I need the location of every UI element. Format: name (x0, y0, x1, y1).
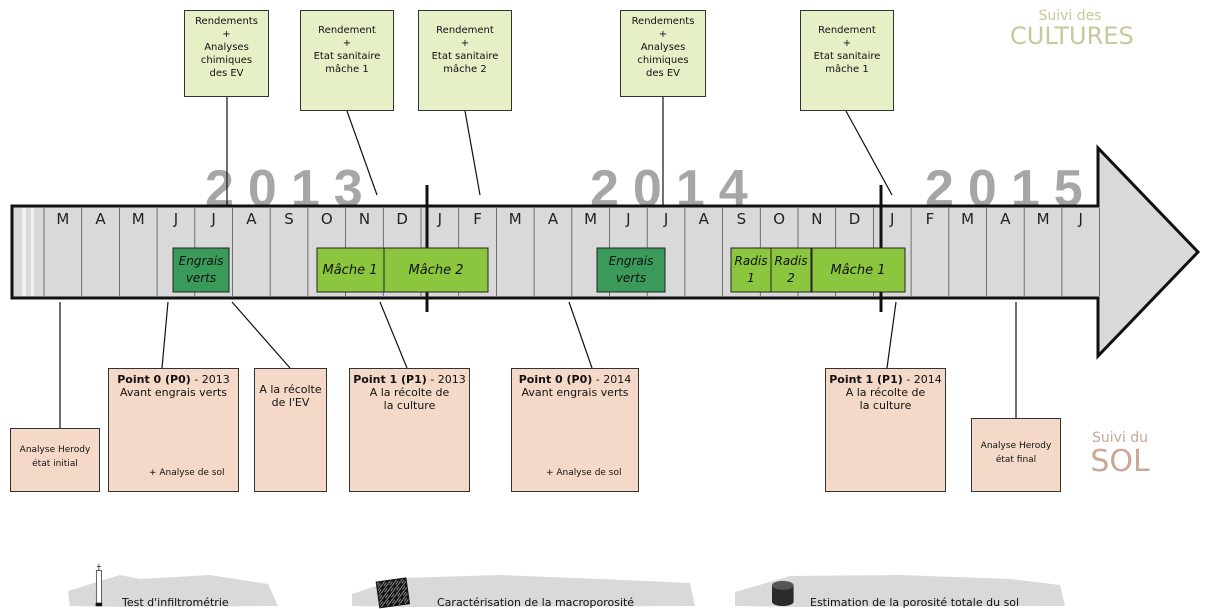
month-label: N (811, 210, 822, 228)
month-label: M (584, 210, 597, 228)
culture-box-rendements-ev-2014: Rendements + Analyses chimiques des EV (620, 10, 706, 97)
analyse-sol-note: + Analyse de sol (149, 468, 225, 478)
month-label: J (625, 210, 630, 228)
soil-connectors (59, 301, 1017, 428)
month-label: D (396, 210, 408, 228)
month-label: A (95, 210, 106, 228)
svg-text:1: 1 (747, 271, 755, 285)
month-label: M (961, 210, 974, 228)
month-label: J (210, 210, 215, 228)
svg-text:Engrais: Engrais (609, 254, 654, 268)
analyse-sol-note: + Analyse de sol (546, 468, 622, 478)
cultures-brand-big: CULTURES (1010, 22, 1134, 50)
sol-brand-big: SOL (1090, 444, 1150, 479)
legend-shape-infiltrometre (68, 575, 278, 607)
soil-box-herody-initial: Analyse Herody état initial (10, 428, 100, 492)
month-label: M (132, 210, 145, 228)
soil-box-recolte-ev: A la récolte de l'EV (254, 368, 327, 492)
culture-box-mache2-2013: Rendement + Etat sanitaire mâche 2 (418, 10, 512, 111)
month-label: S (284, 210, 294, 228)
legend-label-macroporosite: Caractérisation de la macroporosité (437, 596, 635, 609)
month-label: A (1000, 210, 1011, 228)
month-label: A (548, 210, 559, 228)
soil-box-p0-2014: Point 0 (P0) - 2014 Avant engrais verts … (511, 368, 639, 492)
legend-shape-macroporosite (352, 575, 695, 607)
svg-text:Radis: Radis (775, 254, 808, 268)
month-label: F (926, 210, 935, 228)
svg-text:verts: verts (616, 271, 646, 285)
culture-connectors (226, 97, 893, 205)
crop-mache-2-2013: Mâche 2 (383, 247, 489, 293)
month-label: N (359, 210, 370, 228)
cultures-brand: Suivi des CULTURES (1010, 8, 1134, 50)
svg-text:Mâche 2: Mâche 2 (409, 263, 464, 278)
timeline-start-stripe (22, 208, 26, 296)
soil-box-p1-2014: Point 1 (P1) - 2014 A la récolte de la c… (825, 368, 946, 492)
svg-text:2: 2 (787, 271, 795, 285)
legend-label-infiltrometrie: Test d'infiltrométrie (122, 596, 229, 609)
month-label: O (321, 210, 333, 228)
cultures-brand-small: Suivi des (1038, 8, 1102, 24)
legend (68, 575, 1065, 607)
legend-label-porosite: Estimation de la porosité totale du sol (810, 596, 1020, 609)
month-label: J (437, 210, 442, 228)
infiltrometer-icon (95, 564, 103, 607)
timeline-start-stripe (31, 208, 34, 296)
legend-icons (95, 564, 794, 609)
month-label: J (173, 210, 178, 228)
month-label: F (473, 210, 482, 228)
month-label: A (699, 210, 710, 228)
culture-box-mache1-2014: Rendement + Etat sanitaire mâche 1 (800, 10, 894, 111)
sol-brand: Suivi du SOL (1080, 430, 1160, 479)
crop-radis-1: Radis 1 (730, 247, 772, 293)
month-label: J (1078, 210, 1083, 228)
svg-text:verts: verts (186, 271, 216, 285)
month-label: O (773, 210, 785, 228)
svg-text:Radis: Radis (735, 254, 768, 268)
crop-engrais-verts-2013: Engrais verts (172, 247, 230, 293)
soil-box-herody-final: Analyse Herody état final (971, 418, 1061, 492)
month-label: S (737, 210, 747, 228)
svg-text:Engrais: Engrais (179, 254, 224, 268)
sol-brand-small: Suivi du (1091, 430, 1149, 446)
svg-text:Mâche 1: Mâche 1 (831, 263, 886, 278)
crop-radis-2: Radis 2 (770, 247, 812, 293)
month-label: J (663, 210, 668, 228)
soil-box-p0-2013: Point 0 (P0) - 2013 Avant engrais verts … (108, 368, 239, 492)
soil-box-p1-2013: Point 1 (P1) - 2013 A la récolte de la c… (349, 368, 470, 492)
culture-box-rendements-ev-2013: Rendements + Analyses chimiques des EV (184, 10, 269, 97)
crop-mache-1-2013: Mâche 1 (316, 247, 385, 293)
culture-box-mache1-2013: Rendement + Etat sanitaire mâche 1 (300, 10, 394, 111)
month-label: M (56, 210, 69, 228)
crop-engrais-verts-2014: Engrais verts (596, 247, 666, 293)
soil-cylinder-icon (772, 580, 794, 607)
svg-text:Mâche 1: Mâche 1 (323, 263, 378, 278)
month-label: D (849, 210, 861, 228)
legend-shape-porosite (735, 575, 1065, 607)
month-label: A (246, 210, 257, 228)
macroporosity-icon (375, 577, 411, 609)
month-label: M (509, 210, 522, 228)
crop-mache-1-2014: Mâche 1 (811, 247, 906, 293)
month-label: M (1037, 210, 1050, 228)
month-label: J (889, 210, 894, 228)
